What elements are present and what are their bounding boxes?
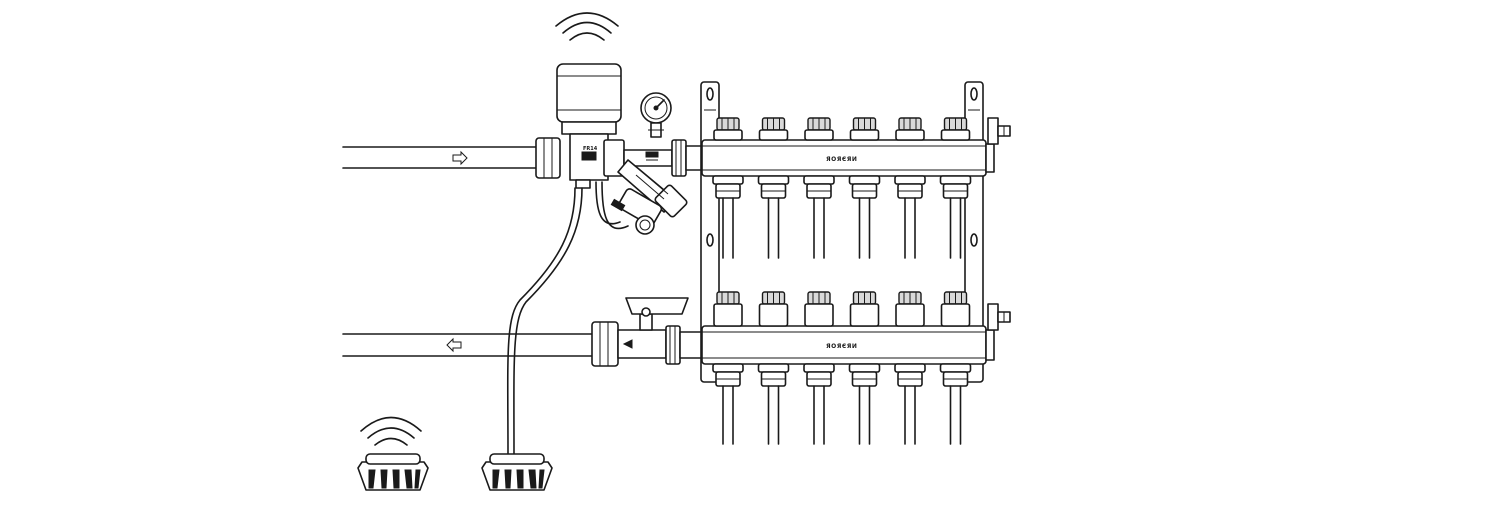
wifi-signal-icon [360, 416, 422, 446]
return-manifold-bar: ЯОЯЄЯИ [701, 325, 995, 365]
actuator-cable [506, 181, 629, 456]
return-outlet-1 [712, 291, 744, 445]
wireless-actuator: FR14 [556, 63, 622, 189]
supply-manifold-bar: ЯОЯЄЯИ [701, 139, 995, 177]
arrow-right-icon [452, 150, 468, 166]
supply-outlets [712, 117, 972, 259]
supply-outlet-1 [712, 117, 744, 259]
y-strainer [617, 159, 688, 218]
supply-outlet-5 [894, 117, 926, 259]
return-outlets [712, 291, 972, 445]
wifi-signal-icon [555, 12, 619, 41]
supply-outlet-4 [848, 117, 881, 259]
brand-label: ЯОЯЄЯИ [826, 343, 857, 350]
arrow-left-icon [446, 337, 462, 353]
return-outlet-2 [757, 291, 790, 445]
pressure-gauge [640, 92, 672, 138]
air-vent-top [987, 117, 1011, 145]
drain-valve [610, 188, 663, 235]
supply-outlet-3 [803, 117, 835, 259]
return-outlet-6 [939, 291, 972, 445]
wireless-thermostat-knob [357, 453, 429, 491]
return-pipe [342, 333, 593, 357]
brand-label: ЯОЯЄЯИ [826, 156, 857, 163]
valve-label: FR14 [583, 146, 598, 152]
ball-valve [591, 297, 689, 367]
supply-outlet-6 [939, 117, 972, 259]
supply-outlet-2 [757, 117, 790, 259]
wired-thermostat-knob [481, 453, 553, 491]
return-outlet-3 [803, 291, 835, 445]
zone-valve-body [535, 137, 673, 179]
supply-pipe [342, 146, 541, 169]
return-outlet-5 [894, 291, 926, 445]
return-connector [665, 325, 703, 365]
return-outlet-4 [848, 291, 881, 445]
air-vent-bottom [987, 303, 1011, 331]
supply-connector [671, 139, 703, 177]
